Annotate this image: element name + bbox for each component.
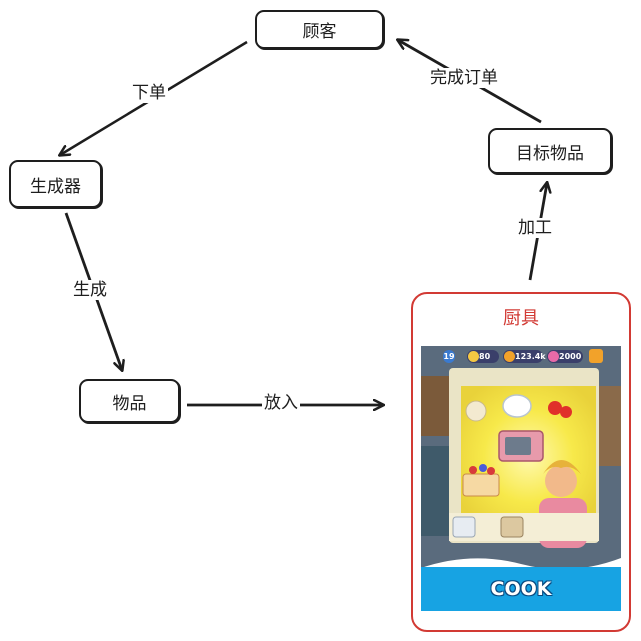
edge-label-process: 加工: [516, 218, 554, 238]
level-value: 19: [443, 352, 455, 361]
coin-icon: [504, 351, 515, 362]
node-target-item[interactable]: 目标物品: [488, 128, 612, 174]
cook-button[interactable]: COOK: [421, 567, 621, 611]
cake-icon: [462, 473, 500, 497]
node-customer-label: 顾客: [302, 22, 337, 42]
energy-value: 80: [479, 352, 491, 361]
shop-icon[interactable]: [589, 349, 603, 363]
dough-icon: [465, 400, 487, 422]
coin-value: 123.4k: [515, 352, 546, 361]
node-item[interactable]: 物品: [79, 379, 180, 423]
edge-label-generate: 生成: [71, 280, 109, 300]
chef-character: [545, 465, 577, 497]
kitchenware-title: 厨具: [503, 308, 539, 329]
edge-label-place-order: 下单: [130, 83, 168, 103]
node-customer[interactable]: 顾客: [255, 10, 384, 49]
node-item-label: 物品: [112, 393, 147, 414]
node-generator[interactable]: 生成器: [9, 160, 102, 208]
edge-label-put-in: 放入: [262, 393, 300, 413]
edge-label-complete-order: 完成订单: [428, 68, 500, 88]
game-hud: 19 80 123.4k 2000: [421, 346, 621, 368]
bowl-icon: [502, 394, 532, 418]
gem-icon: [548, 351, 559, 362]
energy-icon: [468, 351, 479, 362]
strawberry-icon: [548, 401, 562, 415]
energy-counter: 80: [467, 350, 499, 363]
node-target-item-label: 目标物品: [516, 143, 584, 164]
node-kitchenware[interactable]: 厨具: [411, 292, 631, 632]
level-badge: 19: [443, 350, 455, 363]
coin-counter: 123.4k: [503, 350, 546, 363]
gem-value: 2000: [559, 352, 582, 361]
gem-counter: 2000: [547, 350, 583, 363]
game-screenshot: 19 80 123.4k 2000 COOK: [421, 346, 621, 611]
node-generator-label: 生成器: [30, 176, 81, 197]
plate-icon: [452, 516, 476, 538]
cook-button-label: COOK: [490, 578, 552, 600]
